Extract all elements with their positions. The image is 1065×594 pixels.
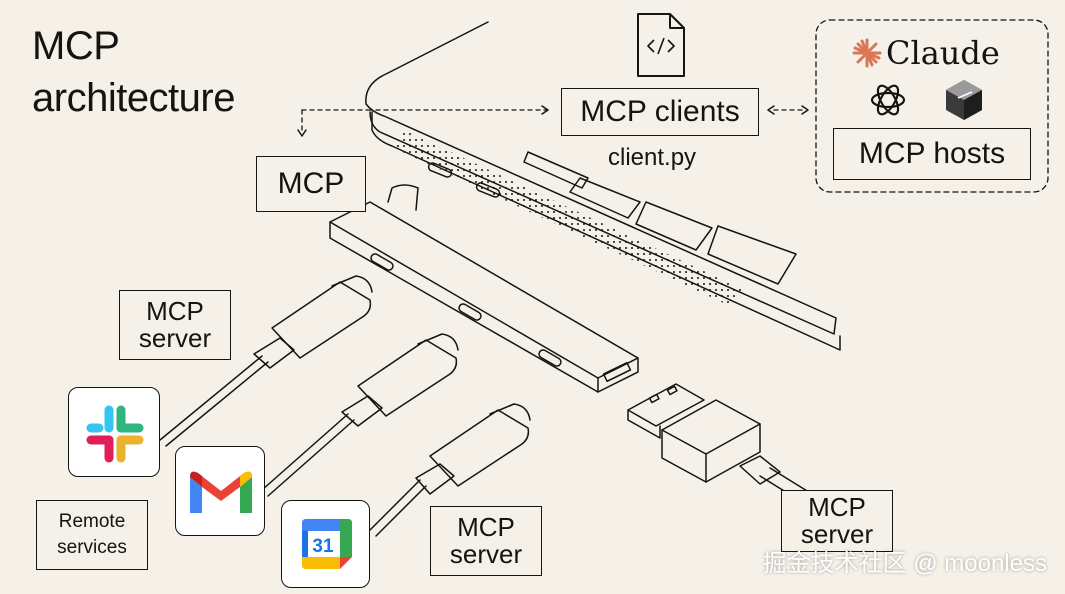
hub-port bbox=[370, 253, 394, 271]
mcp-box: MCP bbox=[256, 156, 366, 212]
gmail-icon bbox=[190, 471, 252, 513]
mcp-clients-box: MCP clients bbox=[561, 88, 759, 136]
mcp-hosts-label: MCP hosts bbox=[858, 137, 1006, 170]
gmail-tile bbox=[175, 446, 265, 536]
diagram-title: MCP architecture bbox=[32, 24, 235, 120]
slack-tile bbox=[68, 387, 160, 477]
svg-text:31: 31 bbox=[312, 536, 334, 557]
slack-icon bbox=[86, 405, 144, 463]
laptop-port bbox=[475, 182, 501, 198]
mcp-hosts-box: MCP hosts bbox=[833, 128, 1031, 180]
usb-c-cable bbox=[261, 413, 355, 497]
openai-icon bbox=[870, 84, 906, 116]
laptop-key bbox=[569, 177, 641, 219]
mcp-hosts-group bbox=[815, 19, 1049, 193]
client-file-label: client.py bbox=[608, 144, 697, 171]
cube-icon bbox=[946, 80, 982, 120]
google-calendar-icon: 31 bbox=[302, 519, 352, 569]
laptop-lid bbox=[365, 21, 837, 335]
hub-port bbox=[458, 303, 482, 321]
mcp-server-label: MCP server bbox=[800, 492, 874, 549]
laptop-base bbox=[371, 111, 841, 351]
usb-a-cable bbox=[627, 383, 705, 427]
claude-logo: Claude bbox=[852, 34, 1000, 72]
claude-spark-icon bbox=[852, 38, 882, 68]
file-code-icon bbox=[637, 13, 685, 77]
mcp-label: MCP bbox=[277, 167, 345, 200]
hub-port bbox=[538, 349, 562, 367]
laptop-port bbox=[427, 162, 453, 178]
calendar-tile: 31 bbox=[281, 500, 370, 588]
claude-wordmark: Claude bbox=[886, 34, 1000, 72]
laptop-key bbox=[635, 201, 713, 251]
mcp-clients-label: MCP clients bbox=[580, 95, 740, 128]
mcp-server-box: MCP server bbox=[781, 490, 893, 552]
usb-c-cable bbox=[369, 479, 427, 537]
remote-services-box: Remote services bbox=[36, 500, 148, 570]
usb-c-cable bbox=[159, 355, 269, 447]
laptop-key bbox=[707, 225, 797, 285]
mcp-server-label: MCP server bbox=[138, 296, 212, 353]
laptop-key bbox=[523, 151, 589, 189]
speaker-grille bbox=[394, 130, 744, 306]
mcp-server-box: MCP server bbox=[119, 290, 231, 360]
watermark: 掘金技术社区 @ moonless bbox=[762, 550, 1047, 577]
mcp-server-box: MCP server bbox=[430, 506, 542, 576]
remote-services-label: Remote services bbox=[57, 511, 127, 558]
mcp-server-label: MCP server bbox=[449, 512, 523, 569]
